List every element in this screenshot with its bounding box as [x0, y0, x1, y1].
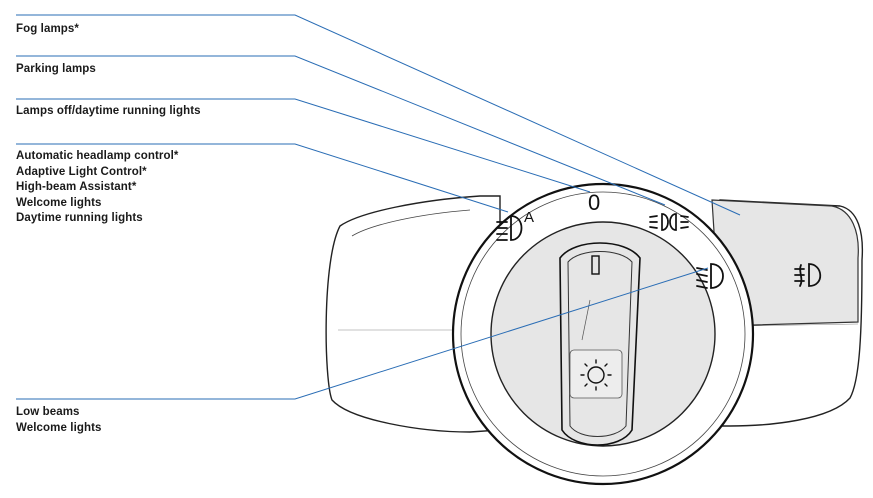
label-lamps-off: Lamps off/daytime running lights	[16, 104, 201, 120]
auto-headlamp-icon	[496, 215, 523, 241]
callout-line-off	[16, 98, 591, 193]
callout-line-fog	[16, 14, 741, 216]
dimmer-sun-icon	[569, 349, 623, 399]
label-line: Daytime running lights	[16, 212, 143, 224]
label-line: Welcome lights	[16, 421, 102, 434]
label-low-beams: Low beams Welcome lights	[16, 405, 102, 436]
label-line: Welcome lights	[16, 196, 102, 209]
parking-lamp-icon	[649, 213, 689, 231]
fog-lamp-icon	[794, 263, 822, 287]
label-parking-lamps: Parking lamps	[16, 62, 96, 78]
label-line: Low beams	[16, 406, 80, 418]
label-fog-lamps: Fog lamps*	[16, 22, 79, 38]
label-automatic-headlamp: Automatic headlamp control* Adaptive Lig…	[16, 149, 178, 227]
rotary-knob[interactable]	[559, 242, 641, 446]
label-line: Lamps off/daytime running lights	[16, 105, 201, 117]
callout-line-auto	[16, 143, 509, 213]
lamps-off-symbol: 0	[588, 190, 600, 215]
label-line: High-beam Assistant*	[16, 181, 137, 193]
label-line: Parking lamps	[16, 63, 96, 75]
callout-line-parking	[16, 55, 666, 206]
callout-lines	[16, 14, 741, 400]
label-line: Adaptive Light Control*	[16, 165, 147, 178]
auto-headlamp-letter: A	[524, 209, 534, 226]
low-beam-icon	[696, 263, 724, 289]
callout-line-low	[16, 267, 709, 400]
label-line: Automatic headlamp control*	[16, 150, 179, 162]
label-line: Fog lamps*	[16, 23, 79, 35]
instrument-lighting-icon	[591, 255, 600, 275]
